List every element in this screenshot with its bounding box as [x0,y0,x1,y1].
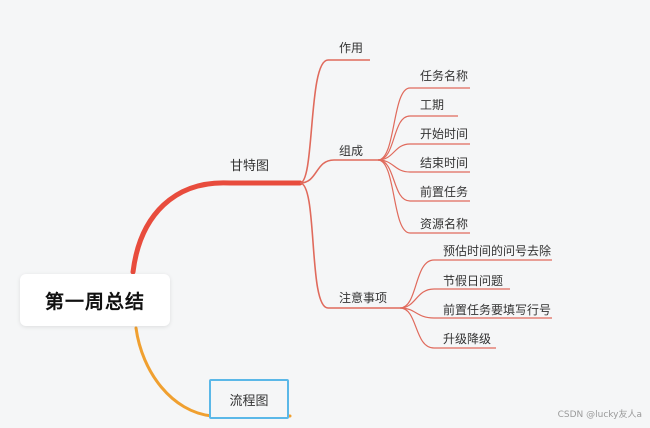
topic-end-time[interactable]: 结束时间 [420,156,469,170]
topic-remove-question-marks[interactable]: 预估时间的问号去除 [443,244,552,258]
connector-notes [299,182,400,309]
topic-notes[interactable]: 注意事项 [339,291,388,305]
connector-composition [299,159,378,184]
watermark: CSDN @lucky友人a [557,410,642,420]
root-topic-label: 第一周总结 [44,290,145,313]
topic-predecessor[interactable]: 前置任务 [420,185,469,199]
topic-resource-name[interactable]: 资源名称 [420,217,469,231]
topic-flowchart[interactable]: 流程图 [209,379,289,419]
topic-gantt[interactable]: 甘特图 [230,159,270,174]
topic-task-name[interactable]: 任务名称 [420,69,469,83]
topic-indent-outdent[interactable]: 升级降级 [443,332,492,346]
branch-connector-flowchart [134,326,292,418]
topic-start-time[interactable]: 开始时间 [420,127,469,141]
topic-purpose[interactable]: 作用 [339,41,364,55]
connector-purpose [299,59,370,184]
topic-flowchart-label: 流程图 [229,393,269,409]
topic-duration[interactable]: 工期 [420,98,445,112]
branch-connector-gantt [130,180,303,275]
topic-holidays[interactable]: 节假日问题 [443,274,504,288]
notes-connectors [399,259,552,349]
composition-connectors [377,87,470,234]
root-topic[interactable]: 第一周总结 [20,274,170,326]
topic-composition[interactable]: 组成 [339,144,364,158]
topic-predecessor-row-number[interactable]: 前置任务要填写行号 [443,303,552,317]
